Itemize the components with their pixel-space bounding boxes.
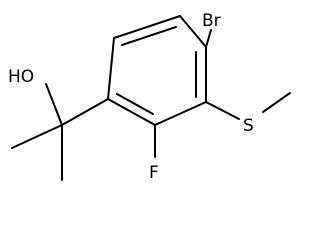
benzene-ring [107,15,207,126]
hydroxyl-label: HO [8,67,34,87]
bond-ring-left [107,37,115,100]
bond-ring-top-right [179,15,207,48]
bond-ring-bottom-left [107,98,156,126]
bond-carbon-to-methyl-left [11,124,63,149]
bromine-label: Br [202,11,221,31]
bond-ring-to-sulfur [205,101,240,120]
bond-carbon-to-hydroxyl [45,83,63,126]
molecule-structure-diagram: HO Br S F [8,11,291,183]
fluorine-label: F [149,163,159,183]
bond-ring-top [113,15,181,39]
bond-ring-bottom-right [154,101,207,126]
bond-ring-to-bromine [205,29,212,48]
bond-ring-to-quaternary-carbon [61,98,109,126]
sulfur-label: S [243,116,254,136]
double-bond-inner-top [121,26,177,46]
bond-sulfur-to-methyl [262,92,291,113]
double-bond-inner-bottom-left [116,93,154,115]
